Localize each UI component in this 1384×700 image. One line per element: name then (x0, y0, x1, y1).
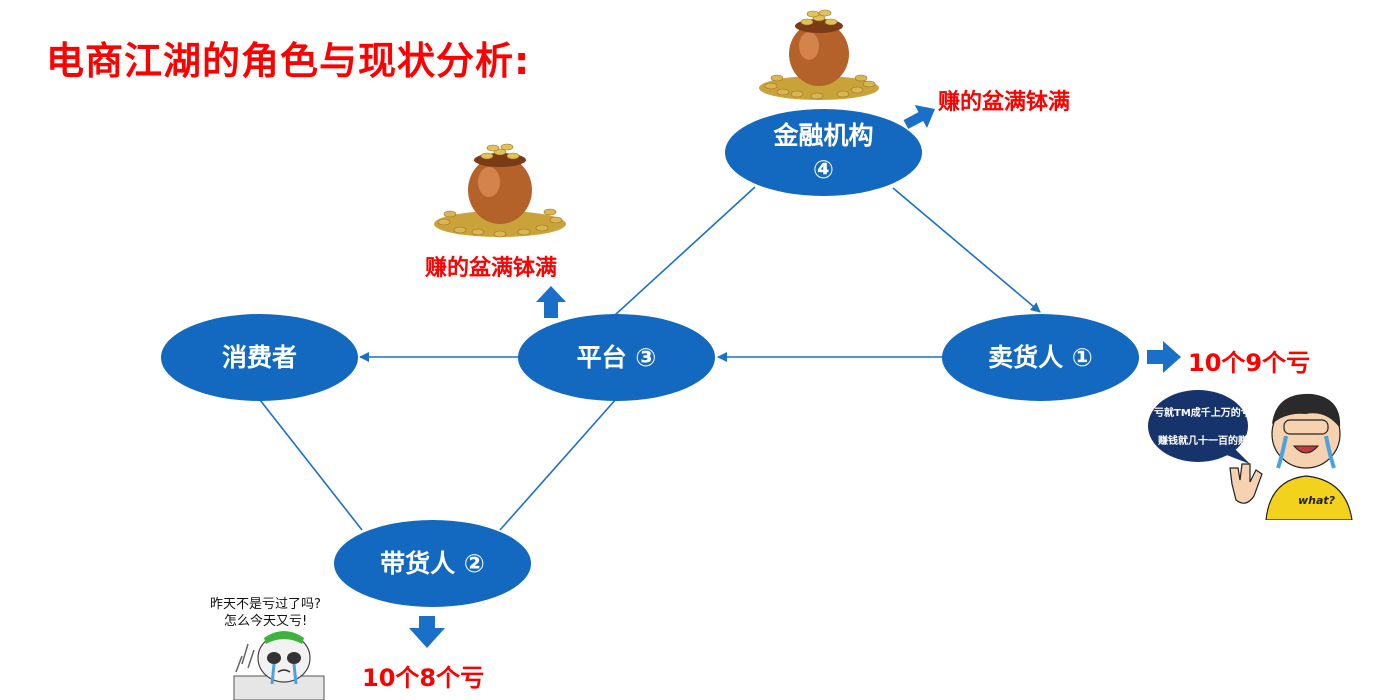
promoter-result-label: 10个8个亏 (362, 664, 485, 692)
crying-man-icon (1148, 390, 1353, 520)
crying-panda-icon (233, 631, 325, 700)
finance-result-label: 赚的盆满钵满 (938, 90, 1071, 115)
seller-result-label: 10个9个亏 (1188, 349, 1311, 377)
node-seller-label: 卖货人 ① (988, 342, 1093, 372)
seller-shirt-text: what? (1298, 494, 1336, 507)
node-seller: 卖货人 ① (942, 314, 1139, 401)
consumer-promoter-line (259, 399, 363, 531)
seller-right-arrow-icon (1147, 341, 1181, 373)
platform-up-arrow-icon (536, 286, 566, 318)
node-consumer-label: 消费者 (221, 342, 297, 372)
platform-result-label: 赚的盆满钵满 (425, 256, 558, 281)
node-platform: 平台 ③ (518, 314, 715, 401)
gold-pot-icon (759, 9, 879, 100)
finance-up-arrow-icon (903, 105, 936, 129)
node-platform-label: 平台 ③ (576, 342, 657, 372)
promoter-down-arrow-icon (409, 616, 445, 648)
promoter-caption-line2: 怎么今天又亏! (224, 614, 308, 629)
node-consumer: 消费者 (161, 314, 358, 401)
gold-pot-icon (434, 143, 566, 238)
node-promoter: 带货人 ② (334, 520, 531, 607)
node-finance-line2: ④ (812, 154, 835, 184)
platform-promoter-line (499, 397, 618, 531)
node-finance-line1: 金融机构 (773, 120, 874, 150)
platform-finance-line (614, 186, 756, 316)
seller-bubble-line1: 亏就TM成千上万的亏 (1154, 408, 1251, 419)
node-finance: 金融机构 ④ (725, 109, 922, 196)
seller-meme: 亏就TM成千上万的亏 赚钱就几十一百的赚 what? (1146, 384, 1356, 520)
page-title: 电商江湖的角色与现状分析: (46, 39, 531, 83)
seller-bubble-line2: 赚钱就几十一百的赚 (1158, 436, 1248, 447)
finance-to-seller-arrow (892, 187, 1041, 313)
node-promoter-label: 带货人 ② (380, 548, 485, 578)
promoter-caption-line1: 昨天不是亏过了吗? (210, 597, 321, 612)
